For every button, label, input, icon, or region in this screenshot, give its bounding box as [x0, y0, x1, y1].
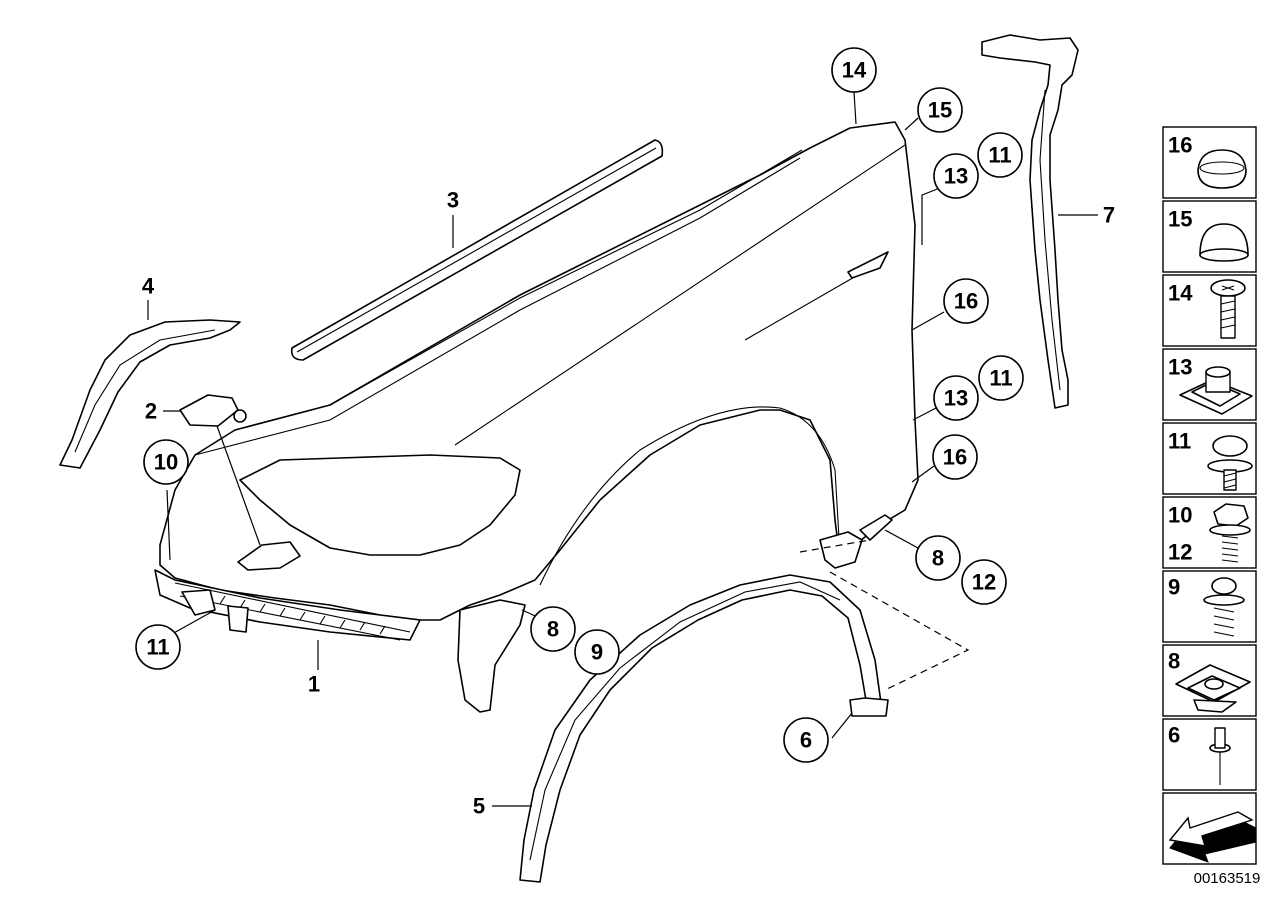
wheel-arch-liner-part	[519, 574, 889, 883]
callout-11-upper: 11	[977, 132, 1023, 178]
svg-text:8: 8	[1168, 649, 1180, 674]
svg-text:16: 16	[954, 289, 978, 314]
legend-item-15: 15	[1162, 200, 1257, 273]
callout-9: 9	[574, 629, 620, 675]
svg-text:14: 14	[842, 58, 867, 83]
svg-text:13: 13	[944, 386, 968, 411]
reference-lines	[799, 539, 970, 691]
callout-10: 10	[143, 439, 189, 485]
svg-text:10: 10	[1168, 503, 1192, 528]
legend-item-11: 11	[1162, 422, 1257, 495]
arch-trim-part	[59, 319, 241, 469]
svg-text:10: 10	[154, 450, 178, 475]
callout-12: 12	[961, 559, 1007, 605]
direction-arrow-icon	[1168, 811, 1257, 863]
collar-screw-icon	[1207, 435, 1253, 491]
legend-item-8: 8	[1162, 644, 1257, 717]
screw-icon	[1210, 279, 1246, 339]
svg-text:14: 14	[1168, 281, 1193, 306]
callout-11-front: 11	[135, 624, 181, 670]
flap-part	[179, 394, 247, 427]
callout-8-front: 8	[530, 606, 576, 652]
svg-text:9: 9	[591, 640, 603, 665]
fender-part	[154, 121, 919, 713]
callout-16-lower: 16	[932, 434, 978, 480]
svg-text:13: 13	[1168, 355, 1192, 380]
dome-cap-icon	[1199, 223, 1249, 262]
svg-text:8: 8	[547, 617, 559, 642]
fastener-legend: 16 15 14	[1162, 126, 1257, 865]
svg-text:6: 6	[1168, 723, 1180, 748]
svg-text:8: 8	[932, 546, 944, 571]
legend-item-10-12: 10 12	[1162, 496, 1257, 569]
svg-text:13: 13	[944, 164, 968, 189]
legend-item-14: 14	[1162, 274, 1257, 347]
spring-nut-icon	[1175, 664, 1251, 713]
legend-item-9: 9	[1162, 570, 1257, 643]
legend-item-16: 16	[1162, 126, 1257, 199]
diagram-id: 00163519	[1193, 870, 1261, 887]
svg-text:11: 11	[989, 366, 1012, 391]
part-label-4: 4	[142, 274, 155, 299]
bracket-part	[981, 34, 1079, 409]
cap-nut-icon	[1197, 149, 1247, 189]
svg-text:6: 6	[800, 728, 812, 753]
svg-text:12: 12	[972, 570, 996, 595]
part-label-3: 3	[447, 188, 459, 213]
callout-8-rear: 8	[915, 535, 961, 581]
svg-text:16: 16	[943, 445, 967, 470]
legend-item-13: 13	[1162, 348, 1257, 421]
part-label-2: 2	[145, 399, 157, 424]
callout-11-lower: 11	[978, 355, 1024, 401]
clip-nut-icon	[1179, 366, 1253, 415]
svg-text:11: 11	[1168, 429, 1191, 454]
legend-item-arrow	[1162, 792, 1257, 865]
callout-6: 6	[783, 717, 829, 763]
part-label-7: 7	[1103, 203, 1115, 228]
svg-text:11: 11	[146, 635, 169, 660]
callout-13-upper: 13	[933, 153, 979, 199]
spring-screw-icon	[1203, 577, 1245, 637]
callout-16-upper: 16	[943, 278, 989, 324]
callout-15: 15	[917, 87, 963, 133]
svg-text:15: 15	[1168, 207, 1192, 232]
svg-text:9: 9	[1168, 575, 1180, 600]
callout-14: 14	[831, 47, 877, 93]
part-label-5: 5	[473, 794, 485, 819]
part-label-1: 1	[308, 672, 320, 697]
rivet-icon	[1209, 727, 1231, 785]
callout-13-lower: 13	[933, 375, 979, 421]
svg-text:11: 11	[988, 143, 1011, 168]
svg-text:12: 12	[1168, 540, 1192, 565]
legend-item-6: 6	[1162, 718, 1257, 791]
svg-text:15: 15	[928, 98, 952, 123]
hex-bolt-spring-icon	[1209, 503, 1251, 563]
trim-strip-part	[290, 139, 664, 361]
svg-text:16: 16	[1168, 133, 1192, 158]
